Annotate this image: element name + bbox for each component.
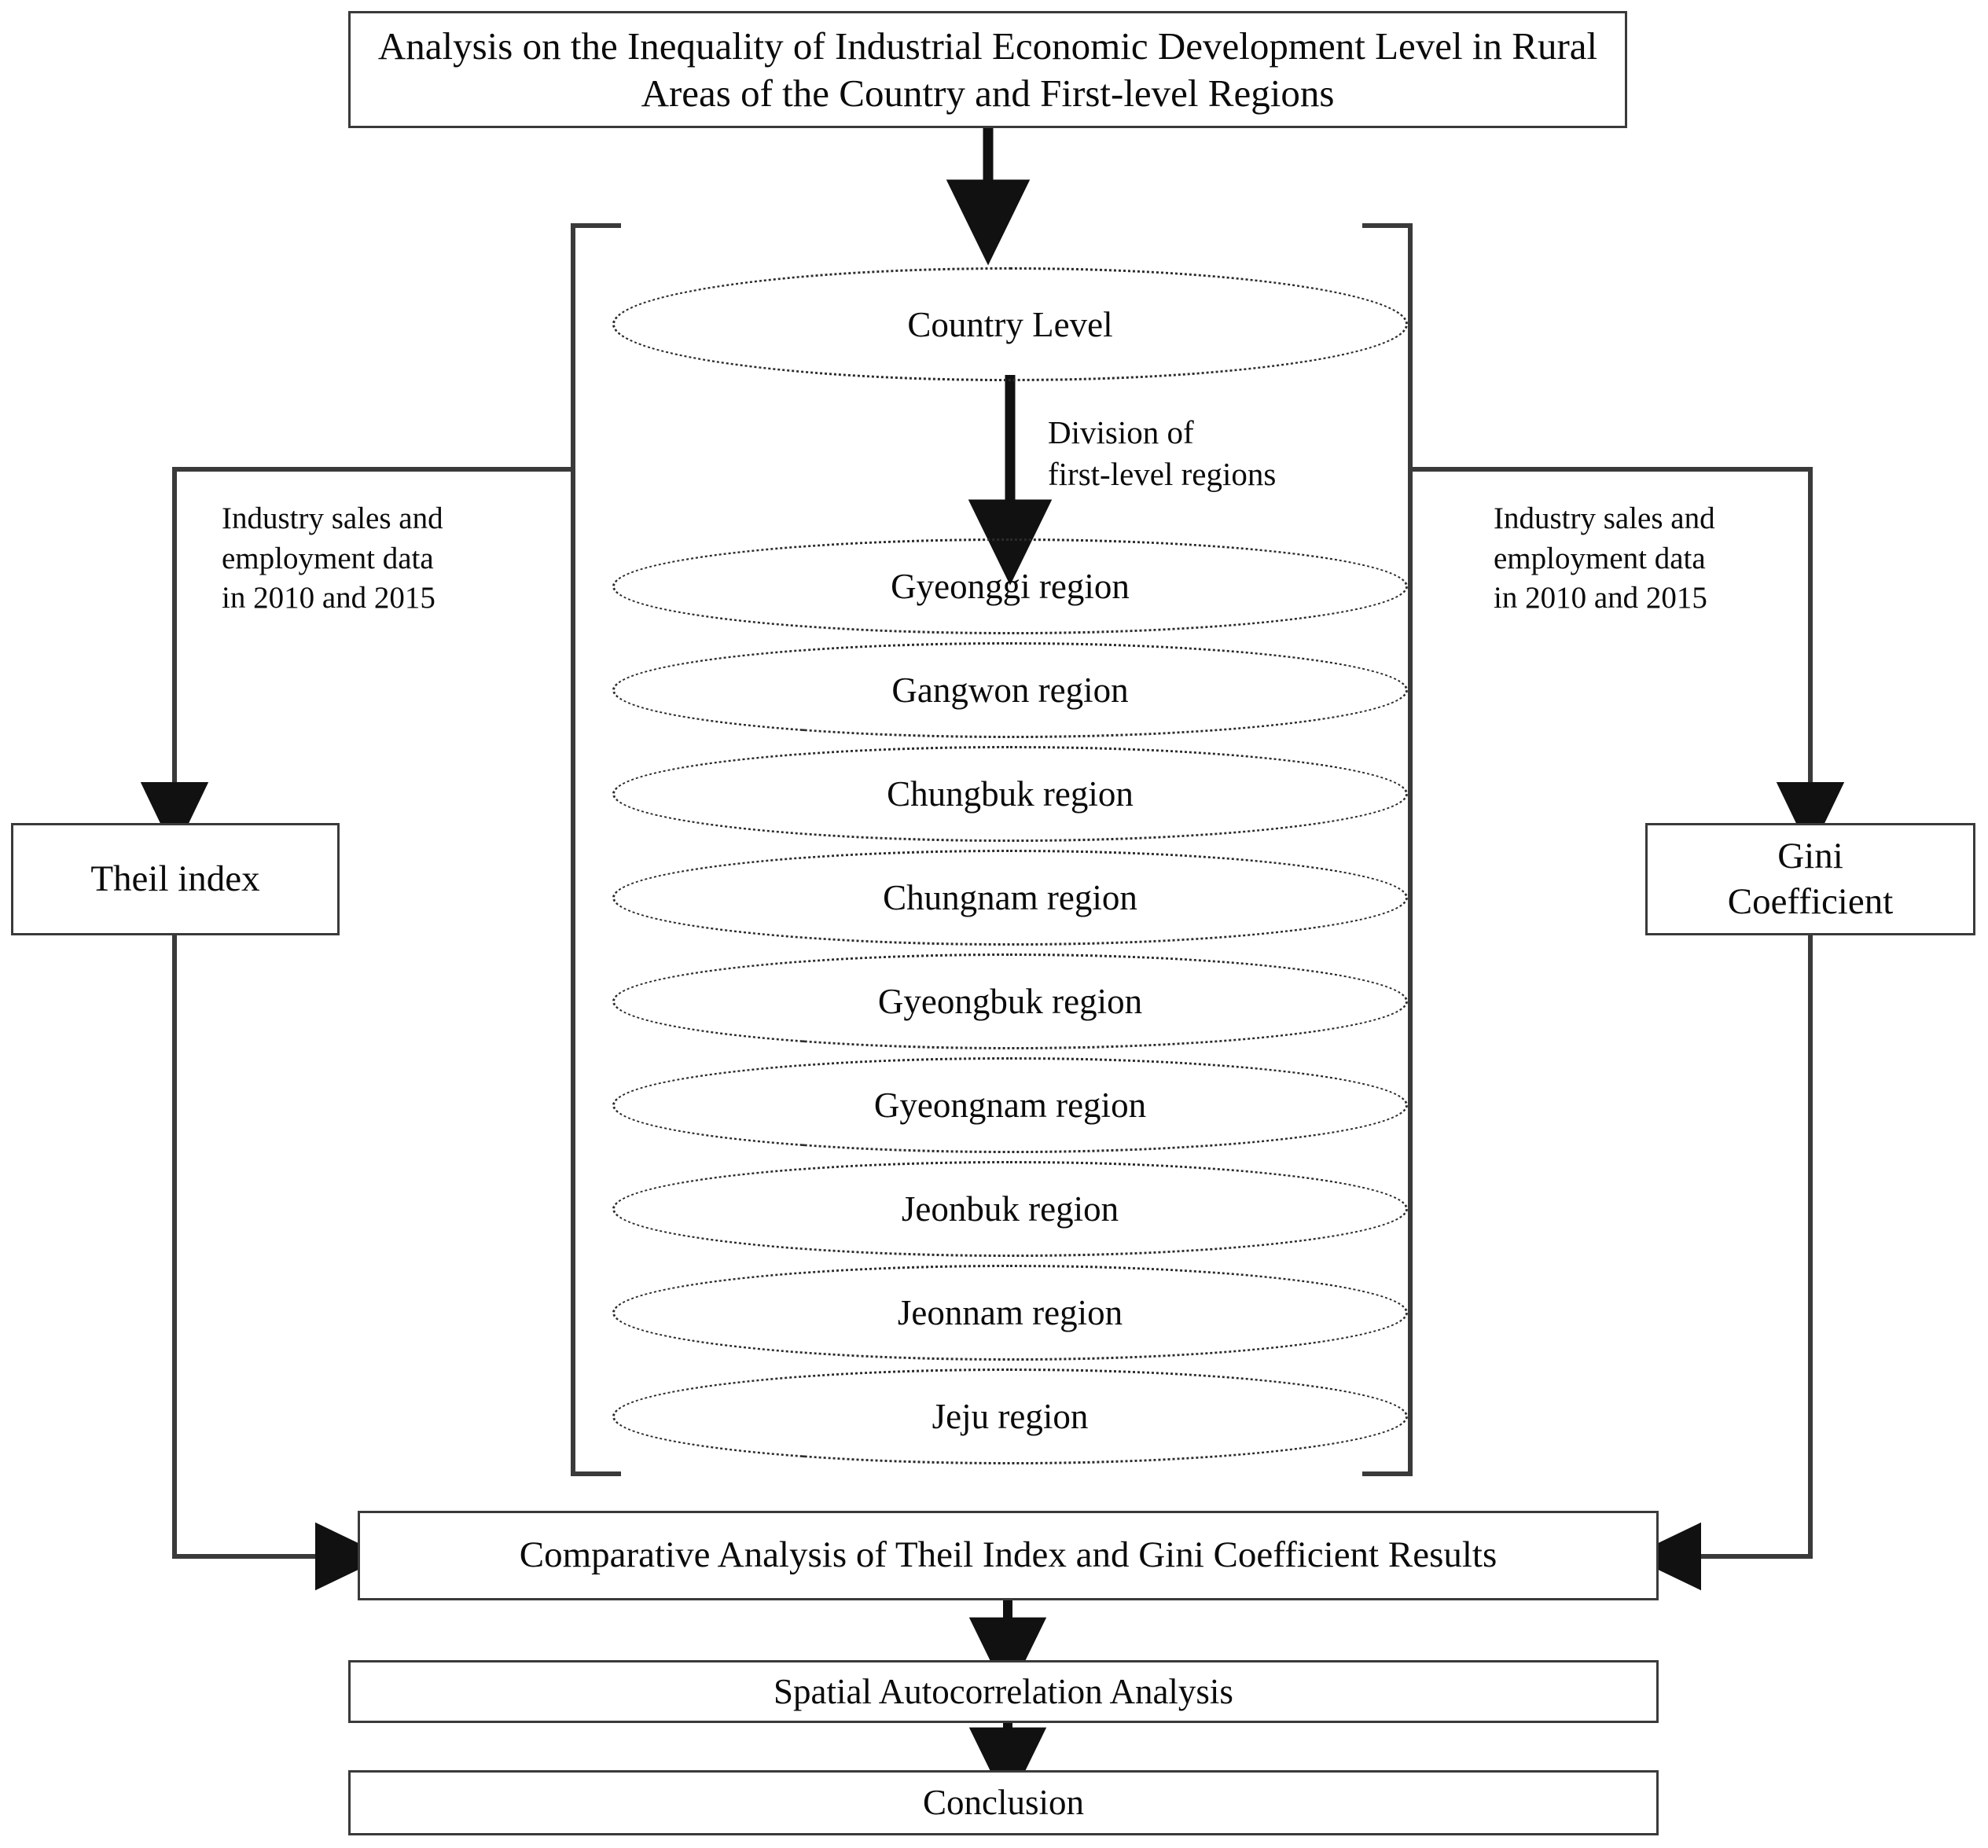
ellipse-region-gyeongnam[interactable]: Gyeongnam region [612,1057,1408,1153]
ellipse-region-chungnam[interactable]: Chungnam region [612,850,1408,946]
ellipse-region-jeonnam[interactable]: Jeonnam region [612,1265,1408,1361]
ellipse-region-gyeonggi[interactable]: Gyeonggi region [612,538,1408,634]
gini-coefficient-label: Gini Coefficient [1727,836,1894,922]
ellipse-region-label: Jeju region [932,1397,1089,1436]
right-data-source-label: Industry sales and employment data in 20… [1494,501,1715,615]
ellipse-country-level[interactable]: Country Level [612,267,1408,381]
theil-index-box[interactable]: Theil index [11,823,340,935]
conclusion-box[interactable]: Conclusion [348,1770,1659,1835]
ellipse-region-label: Gyeongbuk region [877,982,1143,1021]
conclusion-label: Conclusion [922,1783,1084,1823]
title-box[interactable]: Analysis on the Inequality of Industrial… [348,11,1627,128]
ellipse-region-label: Chungbuk region [887,774,1134,814]
title-box-label: Analysis on the Inequality of Industrial… [377,24,1598,115]
comparative-analysis-box[interactable]: Comparative Analysis of Theil Index and … [358,1511,1659,1600]
ellipse-region-gyeongbuk[interactable]: Gyeongbuk region [612,953,1408,1049]
spatial-autocorrelation-box[interactable]: Spatial Autocorrelation Analysis [348,1660,1659,1723]
ellipse-region-label: Jeonbuk region [901,1189,1119,1229]
ellipse-region-jeonbuk[interactable]: Jeonbuk region [612,1161,1408,1257]
ellipse-region-gangwon[interactable]: Gangwon region [612,642,1408,738]
ellipse-region-chungbuk[interactable]: Chungbuk region [612,746,1408,842]
ellipse-region-label: Gyeonggi region [891,567,1130,606]
edge-gini-to-comparative [1630,935,1813,1591]
theil-index-label: Theil index [90,858,260,899]
left-data-source-label: Industry sales and employment data in 20… [222,501,443,615]
ellipse-region-label: Gangwon region [891,670,1129,710]
division-edge-label: Division of first-level regions [1048,414,1277,493]
ellipse-region-label: Chungnam region [883,878,1137,917]
comparative-analysis-label: Comparative Analysis of Theil Index and … [519,1534,1497,1576]
spatial-autocorrelation-label: Spatial Autocorrelation Analysis [774,1671,1233,1711]
bracket-left [571,223,621,1476]
ellipse-country-level-label: Country Level [907,304,1113,344]
ellipse-region-label: Jeonnam region [897,1293,1123,1332]
edge-theil-to-comparative [172,935,386,1591]
ellipse-region-jeju[interactable]: Jeju region [612,1369,1408,1464]
gini-coefficient-box[interactable]: Gini Coefficient [1645,823,1975,935]
ellipse-region-label: Gyeongnam region [873,1086,1147,1125]
